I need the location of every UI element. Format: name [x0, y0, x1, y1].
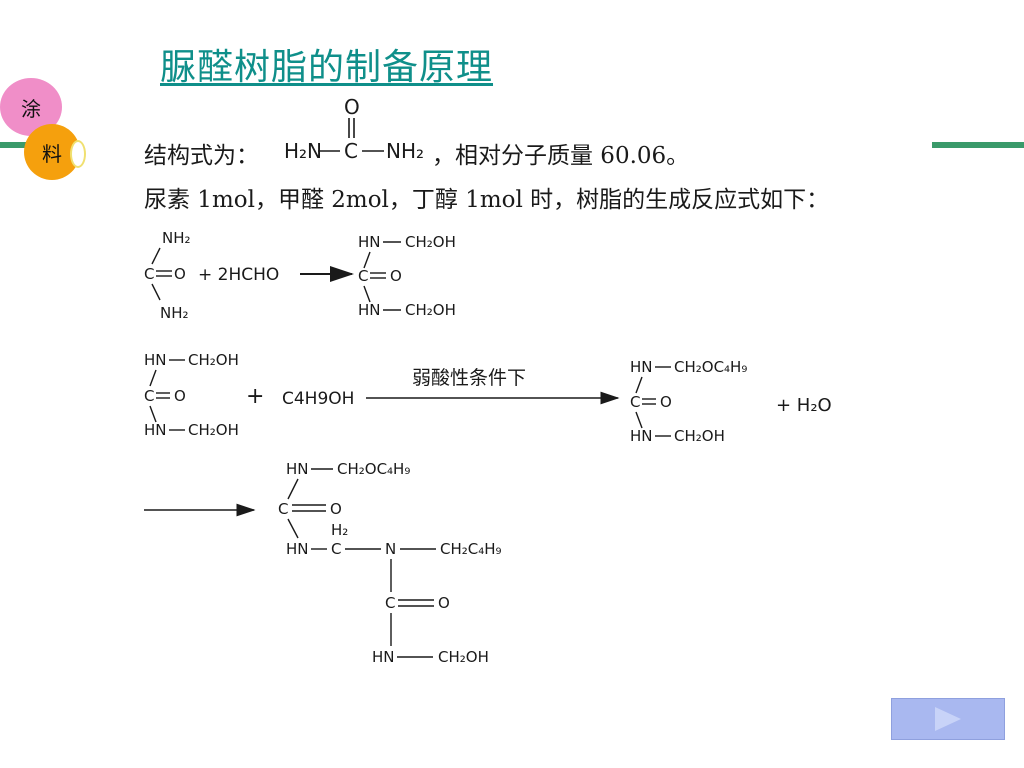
- reaction-1: NH₂ C O NH₂ + 2HCHO HN CH₂OH C O HN CH₂O…: [144, 229, 456, 322]
- react2-hn-top: HN: [144, 351, 167, 369]
- urea-nh2-bottom: NH₂: [160, 304, 189, 322]
- prod2-hn-top: HN: [630, 358, 653, 376]
- bond: [635, 376, 643, 394]
- reaction-intro: 尿素 1mol，甲醛 2mol，丁醇 1mol 时，树脂的生成反应式如下：: [144, 187, 830, 213]
- badge-liao: 料: [24, 124, 86, 180]
- structure-prefix: 结构式为：: [144, 143, 259, 169]
- prod1-ch2oh-top: CH₂OH: [405, 233, 456, 251]
- react2-ch2oh-bottom: CH₂OH: [188, 421, 239, 439]
- reaction-2: HN CH₂OH C O HN CH₂OH + C4H9OH 弱酸性条件下 HN…: [144, 351, 832, 445]
- bond: [363, 251, 371, 269]
- urea-o: O: [174, 265, 186, 283]
- slide-title: 脲醛树脂的制备原理: [160, 47, 494, 88]
- structure-suffix: ，相对分子质量 60.06。: [432, 143, 690, 169]
- prod3-o2: O: [438, 594, 450, 612]
- decorative-line-right: [932, 142, 1024, 148]
- plus-sign: +: [246, 384, 264, 409]
- prod3-mid-c: C: [331, 540, 341, 558]
- urea-formula: H₂N C O NH₂: [284, 95, 424, 163]
- prod1-ch2oh-bottom: CH₂OH: [405, 301, 456, 319]
- prod3-ch2oc4h9: CH₂OC₄H₉: [337, 460, 410, 478]
- prod2-o: O: [660, 393, 672, 411]
- reagent-butanol: C4H9OH: [282, 389, 354, 409]
- prod3-ch2oh: CH₂OH: [438, 648, 489, 666]
- byproduct-water: + H₂O: [776, 395, 832, 416]
- prod2-c: C: [630, 393, 640, 411]
- bond: [635, 411, 643, 429]
- prod1-hn-bottom: HN: [358, 301, 381, 319]
- prod2-ch2oc4h9: CH₂OC₄H₉: [674, 358, 747, 376]
- formula-h2n: H₂N: [284, 139, 322, 163]
- formula-o: O: [344, 95, 360, 119]
- prod1-c: C: [358, 267, 368, 285]
- reaction-intro-line: 尿素 1mol，甲醛 2mol，丁醇 1mol 时，树脂的生成反应式如下：: [144, 180, 829, 214]
- bond: [151, 247, 161, 265]
- prod3-hn-mid: HN: [286, 540, 309, 558]
- bond: [151, 283, 161, 301]
- prod3-hn-top: HN: [286, 460, 309, 478]
- reaction-3: HN CH₂OC₄H₉ C O HN H₂ C N CH₂C₄H₉ C O HN…: [144, 460, 502, 666]
- prod3-ch2c4h9: CH₂C₄H₉: [440, 540, 502, 558]
- reaction-condition: 弱酸性条件下: [412, 367, 526, 389]
- prod3-o1: O: [330, 500, 342, 518]
- react2-c: C: [144, 387, 154, 405]
- prod1-hn-top: HN: [358, 233, 381, 251]
- prod3-c1: C: [278, 500, 288, 518]
- prod3-h2: H₂: [331, 521, 348, 539]
- reagent-hcho: + 2HCHO: [198, 265, 279, 285]
- prod2-ch2oh: CH₂OH: [674, 427, 725, 445]
- prod1-o: O: [390, 267, 402, 285]
- react2-o: O: [174, 387, 186, 405]
- bond: [149, 405, 157, 423]
- formula-nh2: NH₂: [386, 139, 424, 163]
- prod3-hn-bottom: HN: [372, 648, 395, 666]
- decorative-line-left: [0, 142, 30, 148]
- react2-hn-bottom: HN: [144, 421, 167, 439]
- urea-nh2-top: NH₂: [162, 229, 191, 247]
- bond: [287, 478, 299, 500]
- structure-line: 结构式为：: [144, 136, 259, 170]
- next-slide-button[interactable]: [891, 698, 1005, 740]
- formula-c: C: [344, 139, 358, 163]
- structure-suffix-line: ，相对分子质量 60.06。: [432, 136, 689, 170]
- urea-c: C: [144, 265, 154, 283]
- react2-ch2oh-top: CH₂OH: [188, 351, 239, 369]
- prod3-n: N: [385, 540, 396, 558]
- play-arrow-icon: [935, 707, 961, 731]
- prod3-c2: C: [385, 594, 395, 612]
- bond: [287, 518, 299, 539]
- prod2-hn-bottom: HN: [630, 427, 653, 445]
- bond: [363, 285, 371, 303]
- bond: [149, 369, 157, 387]
